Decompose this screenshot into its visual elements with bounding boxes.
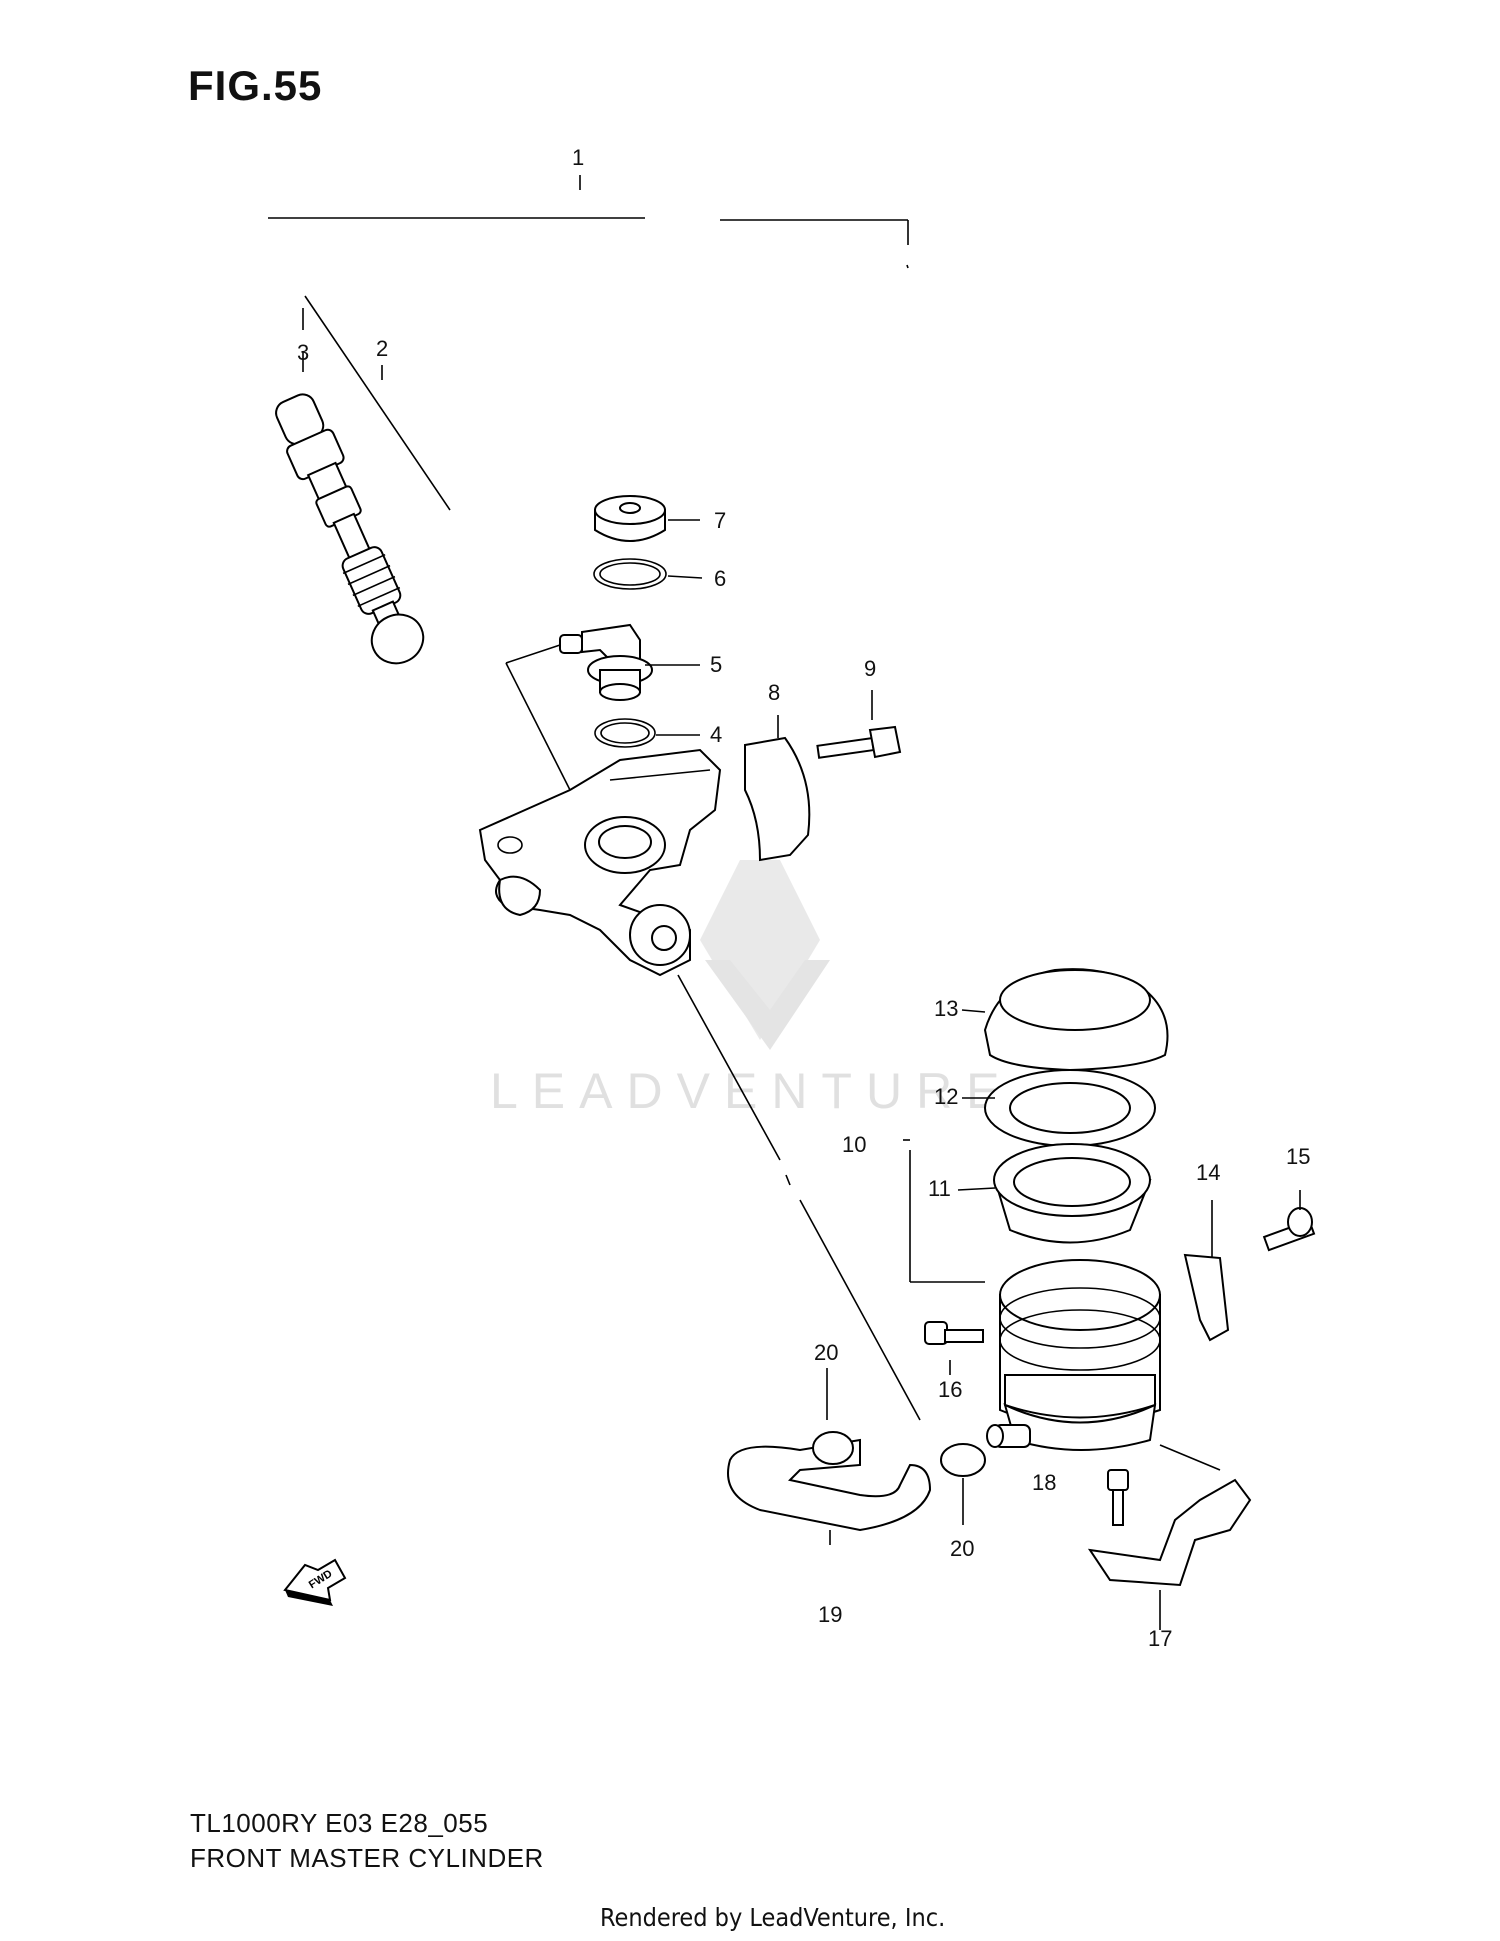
reservoir-bracket-mount: [1183, 1200, 1230, 1342]
callout-4: 4: [710, 722, 722, 747]
callout-20-lower: 20: [950, 1536, 974, 1561]
assembly-bracket: [268, 175, 909, 269]
fwd-arrow-icon: FWD: [283, 1558, 347, 1606]
callout-13: 13: [934, 996, 958, 1021]
watermark: LEADVENTURE: [490, 860, 1014, 1119]
callout-7: 7: [714, 508, 726, 533]
hose-joint: [986, 1424, 1031, 1448]
diaphragm: [993, 1143, 1152, 1244]
hose-clamp-upper: [812, 1368, 854, 1465]
callout-3: 3: [297, 340, 309, 365]
callout-2: 2: [376, 336, 388, 361]
callout-10: 10: [842, 1132, 866, 1157]
callout-5: 5: [710, 652, 722, 677]
callout-6: 6: [714, 566, 726, 591]
figure-title: FIG.55: [188, 62, 323, 109]
boot-cap: [594, 495, 666, 542]
reservoir-tank: [909, 1150, 1161, 1451]
callout-9: 9: [864, 656, 876, 681]
clamp-bolt: [816, 690, 902, 759]
callout-1: 1: [572, 145, 584, 170]
assembly-name: FRONT MASTER CYLINDER: [190, 1843, 544, 1873]
callout-labels: 1 2 3 4 5 6 7 8 9 10 11 12 13 14 15 16 1…: [297, 145, 1310, 1651]
handlebar-clamp: [744, 715, 811, 862]
bracket-screw: [1262, 1190, 1316, 1252]
master-cylinder-body: [478, 644, 722, 977]
callout-12: 12: [934, 1084, 958, 1109]
reservoir-cap: [983, 968, 1169, 1072]
diaphragm-plate: [984, 1069, 1156, 1147]
callout-15: 15: [1286, 1144, 1310, 1169]
callout-17: 17: [1148, 1626, 1172, 1651]
callout-20-upper: 20: [814, 1340, 838, 1365]
callout-14: 14: [1196, 1160, 1220, 1185]
callout-11: 11: [928, 1176, 951, 1201]
leader-lines: [645, 519, 996, 1191]
hose-clamp-lower: [940, 1443, 986, 1525]
model-code: TL1000RY E03 E28_055: [190, 1808, 489, 1838]
watermark-text: LEADVENTURE: [490, 1063, 1014, 1119]
circlip: [593, 558, 667, 590]
callout-16: 16: [938, 1377, 962, 1402]
rendered-by-credit: Rendered by LeadVenture, Inc.: [600, 1903, 946, 1932]
callout-8: 8: [768, 680, 780, 705]
reservoir-bolt: [924, 1321, 984, 1375]
reservoir-bracket: [1087, 1444, 1252, 1630]
callout-18: 18: [1032, 1470, 1056, 1495]
o-ring: [594, 718, 656, 748]
hose-connector: [559, 623, 653, 701]
callout-19: 19: [818, 1602, 842, 1627]
piston-assembly: [275, 295, 451, 665]
reservoir-hose: [677, 974, 932, 1545]
